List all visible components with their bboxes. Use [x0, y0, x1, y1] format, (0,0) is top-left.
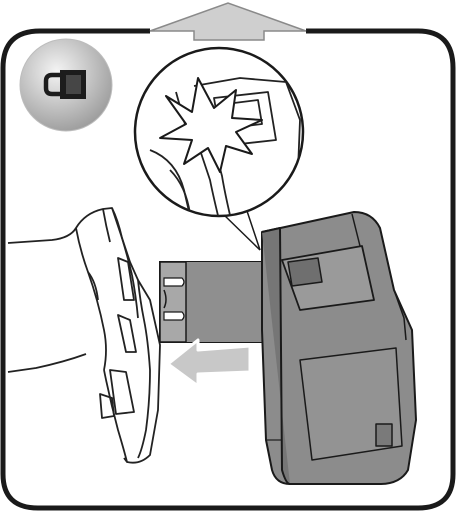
magnifier-callout — [135, 48, 303, 250]
battery-pack — [262, 212, 416, 484]
insert-direction-arrow-icon — [168, 340, 250, 386]
battery-terminal — [160, 262, 262, 342]
up-arrow-icon — [150, 3, 306, 40]
lock-icon — [20, 39, 112, 131]
tool-handle — [8, 208, 160, 463]
